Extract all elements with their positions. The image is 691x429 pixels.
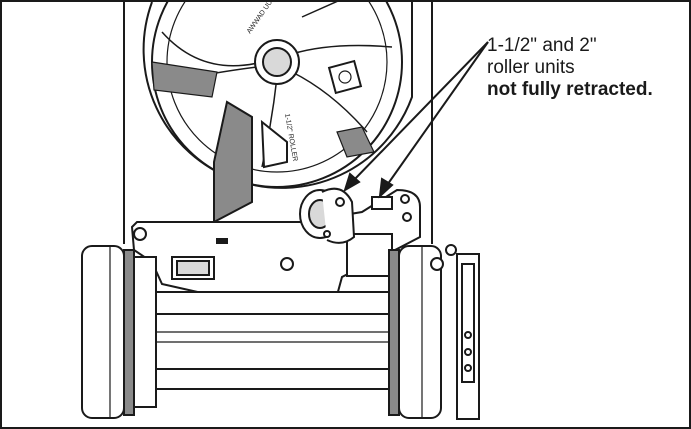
callout-line-1: 1-1/2" and 2" bbox=[487, 35, 597, 56]
roller-units bbox=[299, 187, 393, 244]
blade-guard bbox=[142, 2, 413, 189]
right-wheel bbox=[388, 244, 457, 419]
callout-text: 1-1/2" and 2" roller units not fully ret… bbox=[487, 35, 687, 101]
side-plate bbox=[456, 253, 480, 420]
guard-bracket bbox=[213, 100, 288, 224]
callout-arrows bbox=[343, 41, 489, 199]
left-wheel bbox=[81, 227, 157, 419]
callout-line-2: roller units bbox=[487, 57, 575, 78]
callout-line-3: not fully retracted. bbox=[487, 79, 653, 100]
axle-frame bbox=[155, 291, 390, 390]
